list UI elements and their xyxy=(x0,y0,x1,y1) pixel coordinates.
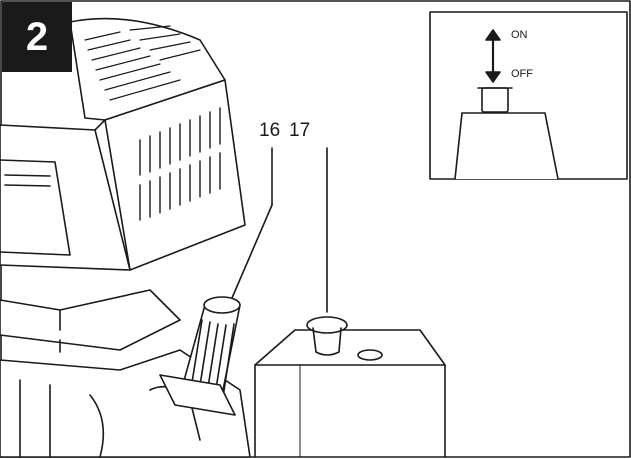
leader-line-16-lower xyxy=(231,204,273,299)
inset-diagram xyxy=(429,11,628,180)
step-number: 2 xyxy=(25,15,49,59)
step-badge: 2 xyxy=(2,2,72,72)
part-16-knob xyxy=(159,296,241,416)
motor-housing xyxy=(0,17,246,271)
callout-17: 17 xyxy=(289,120,311,141)
inset-off-label: OFF xyxy=(511,68,533,80)
inset-on-label: ON xyxy=(511,29,528,41)
callout-16: 16 xyxy=(259,120,281,141)
part-17-switch-box xyxy=(254,316,446,458)
